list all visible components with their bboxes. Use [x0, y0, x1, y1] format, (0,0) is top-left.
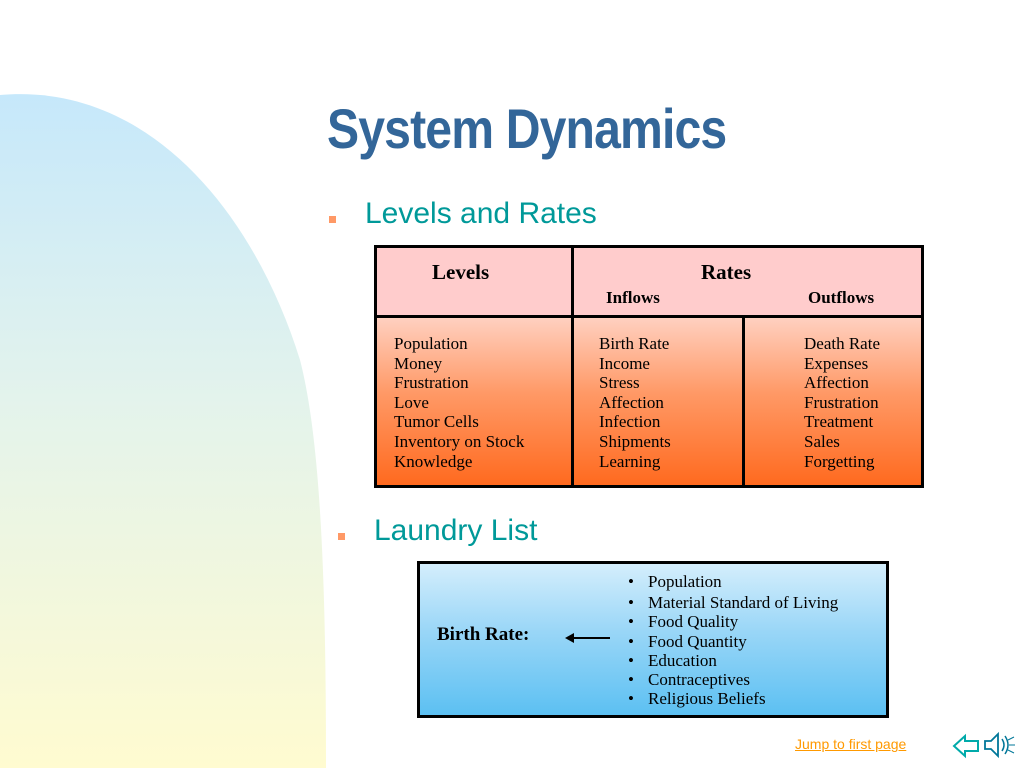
list-item: Shipments — [599, 431, 671, 451]
levels-column: Population Money Frustration Love Tumor … — [394, 334, 524, 471]
list-item: Affection — [804, 373, 869, 393]
table-body — [377, 318, 921, 485]
list-item: Love — [394, 392, 429, 412]
list-item: Sales — [804, 431, 840, 451]
list-item: Infection — [599, 412, 661, 432]
list-item: Affection — [599, 392, 664, 412]
header-inflows: Inflows — [606, 288, 660, 307]
list-item: Death Rate — [804, 334, 880, 353]
birth-rate-label: Birth Rate: — [437, 624, 530, 645]
column-divider — [571, 248, 574, 485]
table-header — [377, 248, 921, 318]
list-item: Learning — [599, 451, 661, 471]
list-item: Inventory on Stock — [394, 431, 525, 451]
back-arrow-icon[interactable] — [952, 733, 980, 759]
header-outflows: Outflows — [808, 288, 875, 307]
slide-title: System Dynamics — [327, 97, 727, 160]
list-item: Material Standard of Living — [628, 593, 838, 612]
list-item: Food Quality — [628, 612, 838, 631]
list-item: Frustration — [394, 373, 469, 393]
bullet-icon — [338, 533, 345, 540]
list-item: Money — [394, 353, 443, 373]
laundry-list-box: Birth Rate: Population Material Standard… — [417, 561, 889, 718]
laundry-list-items: Population Material Standard of Living F… — [628, 572, 838, 709]
column-divider — [742, 318, 745, 485]
list-item: Population — [628, 572, 838, 591]
header-rates: Rates — [701, 260, 752, 284]
list-item: Contraceptives — [628, 670, 838, 689]
list-item: Frustration — [804, 392, 879, 412]
list-item: Expenses — [804, 353, 869, 373]
bullet-icon — [329, 216, 336, 223]
section-heading-levels-rates: Levels and Rates — [365, 197, 597, 230]
list-item: Tumor Cells — [394, 412, 479, 432]
list-item: Stress — [599, 373, 640, 393]
section-heading-laundry-list: Laundry List — [374, 514, 538, 547]
list-item: Income — [599, 353, 650, 373]
list-item: Forgetting — [804, 451, 875, 471]
speaker-icon[interactable] — [982, 731, 1016, 759]
list-item: Treatment — [804, 412, 874, 432]
outflows-column: Death Rate Expenses Affection Frustratio… — [804, 334, 880, 471]
levels-rates-table: Levels Rates Inflows Outflows Population… — [374, 245, 924, 488]
list-item: Birth Rate — [599, 334, 670, 353]
list-item: Knowledge — [394, 451, 473, 471]
list-item: Population — [394, 334, 468, 353]
list-item: Religious Beliefs — [628, 689, 838, 708]
header-levels: Levels — [432, 260, 490, 284]
list-item: Education — [628, 651, 838, 670]
inflows-column: Birth Rate Income Stress Affection Infec… — [599, 334, 671, 471]
list-item: Food Quantity — [628, 632, 838, 651]
jump-to-first-page-link[interactable]: Jump to first page — [795, 736, 907, 752]
arrow-left-icon — [565, 633, 610, 643]
